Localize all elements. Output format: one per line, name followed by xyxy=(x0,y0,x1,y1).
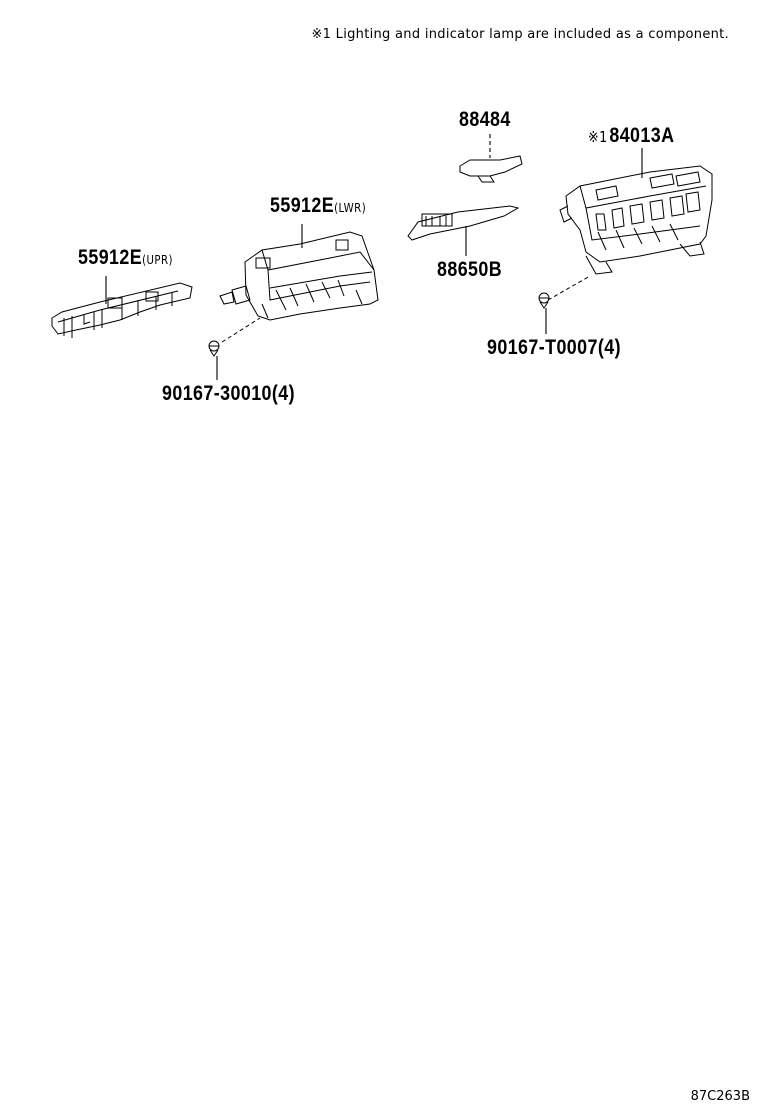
part-label-90167-t0007[interactable]: 90167-T0007(4) xyxy=(487,336,621,360)
plate-part xyxy=(407,205,520,256)
screw-30010 xyxy=(208,340,220,357)
lower-bracket-part xyxy=(208,224,379,380)
footnote: ※1 Lighting and indicator lamp are inclu… xyxy=(311,27,729,42)
note-reference-mark: ※1 xyxy=(588,128,608,146)
part-label-84013a[interactable]: ※184013A xyxy=(588,124,674,148)
part-label-90167-30010[interactable]: 90167-30010(4) xyxy=(162,382,295,406)
part-qualifier: (LWR) xyxy=(334,201,367,215)
part-label-88484[interactable]: 88484 xyxy=(459,108,511,132)
part-number: 90167-30010(4) xyxy=(162,382,295,405)
part-label-88650b[interactable]: 88650B xyxy=(437,258,502,282)
part-label-55912e-upr[interactable]: 55912E(UPR) xyxy=(78,246,173,270)
part-number: 88484 xyxy=(459,108,511,131)
part-number: 84013A xyxy=(609,124,675,147)
part-number: 90167-T0007(4) xyxy=(487,336,621,359)
lamp-part xyxy=(459,134,523,183)
part-number: 55912E xyxy=(78,246,143,269)
part-number: 55912E xyxy=(270,194,335,217)
illustration-code: 87C263B xyxy=(690,1089,750,1104)
upper-panel-part xyxy=(51,276,193,338)
control-unit-part xyxy=(538,148,713,334)
part-number: 88650B xyxy=(437,258,503,281)
part-qualifier: (UPR) xyxy=(142,253,173,267)
screw-T0007 xyxy=(538,292,550,309)
part-label-55912e-lwr[interactable]: 55912E(LWR) xyxy=(270,194,366,218)
